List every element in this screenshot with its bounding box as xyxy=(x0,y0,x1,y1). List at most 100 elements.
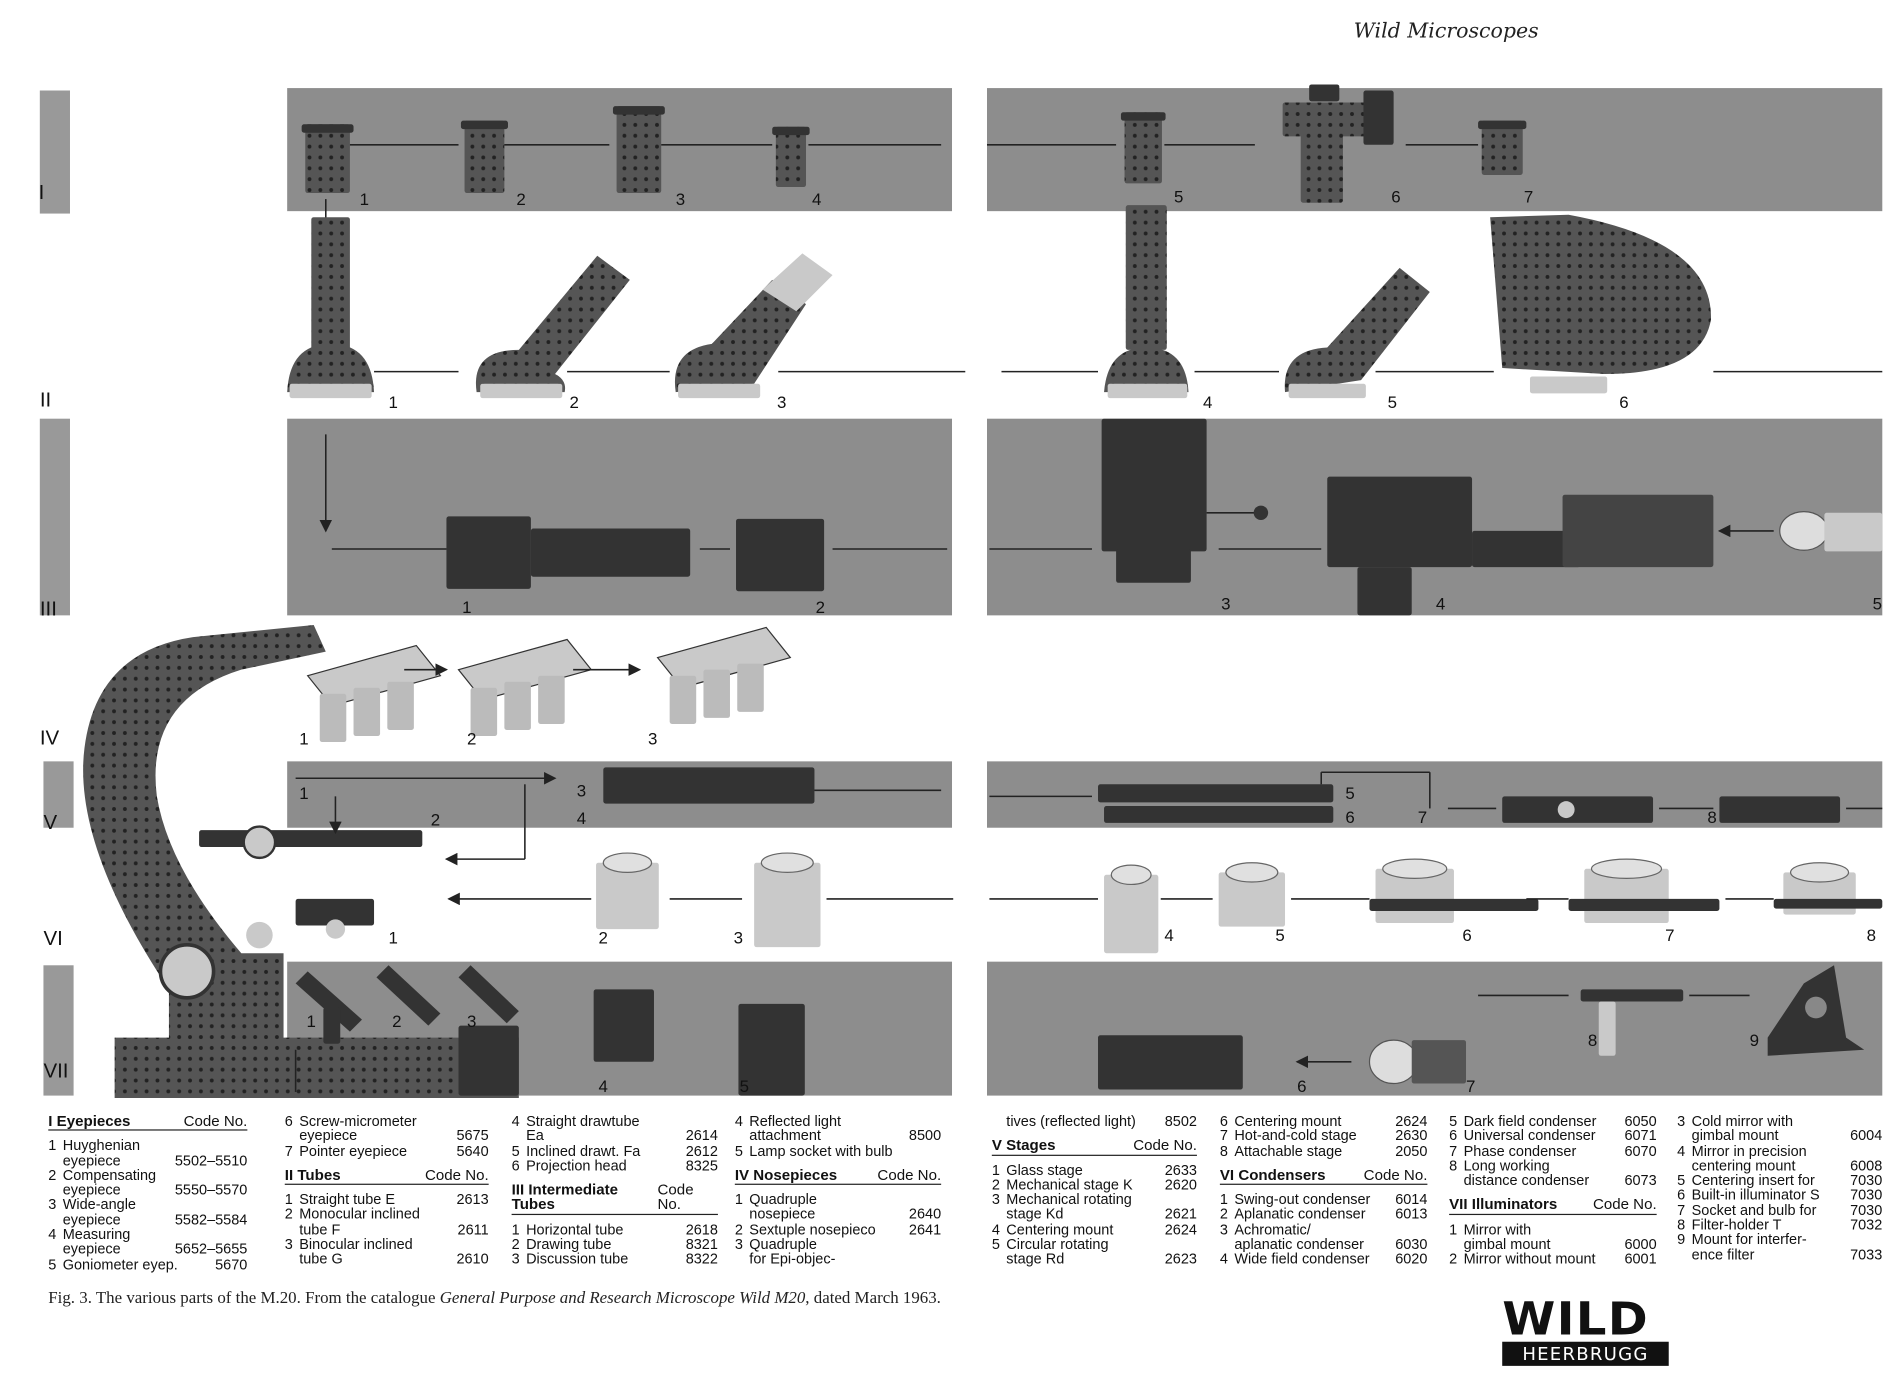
straight-tube xyxy=(311,217,350,350)
stage-knob xyxy=(242,825,277,860)
condenser-lens xyxy=(1382,858,1448,880)
objective-shape xyxy=(504,681,531,730)
item-name: Phase condenser xyxy=(1463,1142,1577,1160)
part-number-label: 6 xyxy=(1345,808,1354,827)
item-number: 4 xyxy=(734,1112,743,1130)
objective-shape xyxy=(538,675,565,724)
row-numeral-VII: VII xyxy=(43,1059,68,1082)
part-number-label: 1 xyxy=(299,729,308,748)
item-text: stage Rd xyxy=(992,1252,1064,1267)
eyepiece-rim xyxy=(1478,120,1527,130)
condenser-lens xyxy=(1110,864,1152,886)
condenser-swing-arm xyxy=(1773,898,1883,909)
objective-shape xyxy=(353,687,381,737)
code-no-header: Code No. xyxy=(1592,1196,1657,1214)
item-code: 2633 xyxy=(1164,1161,1197,1179)
item-name: Compensating xyxy=(62,1166,157,1184)
caption-prefix: Fig. 3. The various parts of the M.20. F… xyxy=(48,1289,440,1308)
item-code: 8500 xyxy=(908,1127,942,1145)
filter-holder xyxy=(1580,989,1684,1002)
item-name: Long working xyxy=(1463,1156,1550,1174)
reflected-light-arm xyxy=(1472,530,1581,568)
legend-item-line: gimbal mount 6000 xyxy=(1449,1235,1657,1253)
binocular-tube xyxy=(674,279,807,393)
item-code: 6013 xyxy=(1395,1205,1428,1223)
legend-item-line: 4 Reflected light xyxy=(734,1112,941,1130)
item-name: Reflected light xyxy=(749,1112,842,1130)
gray-band xyxy=(287,418,953,616)
item-text: Ea xyxy=(512,1128,544,1144)
item-number: 7 xyxy=(1219,1127,1228,1145)
item-name: Circular rotating xyxy=(1006,1235,1109,1253)
gray-band xyxy=(986,88,1883,212)
item-code: 5640 xyxy=(456,1142,489,1160)
item-name: Mechanical rotating xyxy=(1006,1191,1132,1209)
part-number-label: 3 xyxy=(777,393,786,412)
item-code: 5502–5510 xyxy=(174,1151,248,1169)
part-number-label: 1 xyxy=(360,190,369,209)
condenser-lens xyxy=(760,852,814,873)
item-name: Mirror without mount xyxy=(1463,1250,1596,1268)
code-no-header: Code No. xyxy=(1363,1166,1428,1184)
discussion-tube xyxy=(1101,418,1207,552)
item-text: gimbal mount xyxy=(1449,1237,1551,1252)
item-name: eyepiece xyxy=(62,1211,121,1229)
item-number: 3 xyxy=(991,1191,1000,1209)
item-name: Swing-out condenser xyxy=(1234,1191,1371,1209)
item-name: Dark field condenser xyxy=(1463,1112,1597,1130)
item-text: aplanatic condenser xyxy=(1220,1237,1364,1252)
part-number-label: 9 xyxy=(1750,1031,1759,1050)
section-title: IV Nosepieces xyxy=(734,1166,838,1184)
item-code: 6014 xyxy=(1395,1191,1428,1209)
eyepiece-shape xyxy=(616,106,662,194)
item-number: 2 xyxy=(991,1176,1000,1194)
part-number-label: 5 xyxy=(1275,926,1284,945)
item-number: 1 xyxy=(1219,1191,1228,1209)
item-code: 6000 xyxy=(1624,1235,1657,1253)
item-number: 2 xyxy=(511,1235,520,1253)
filter-aperture xyxy=(1805,996,1827,1019)
bulb xyxy=(1368,1039,1419,1085)
cold-mirror xyxy=(593,989,654,1062)
stage-port xyxy=(1557,801,1575,819)
item-code: 7030 xyxy=(1850,1186,1883,1204)
item-code: 6008 xyxy=(1850,1156,1883,1174)
item-number: 8 xyxy=(1449,1156,1458,1174)
item-name: Straight drawtube xyxy=(526,1112,640,1130)
row-numeral-III: III xyxy=(40,597,57,620)
item-name: Drawing tube xyxy=(526,1235,612,1253)
inclined-tube xyxy=(475,255,630,393)
item-number: 2 xyxy=(1219,1205,1228,1223)
inclined-drawtube xyxy=(1284,267,1430,393)
item-text: 1 Swing-out condenser xyxy=(1220,1192,1371,1207)
item-number: 4 xyxy=(511,1112,520,1130)
item-code: 6050 xyxy=(1624,1112,1657,1130)
mirror-shape xyxy=(376,965,441,1026)
item-text: distance condenser xyxy=(1449,1173,1590,1188)
item-name: aplanatic condenser xyxy=(1234,1235,1364,1253)
code-no-header: Code No. xyxy=(424,1166,489,1184)
wild-heerbrugg-logo: WILD HEERBRUGG xyxy=(1502,1296,1669,1366)
